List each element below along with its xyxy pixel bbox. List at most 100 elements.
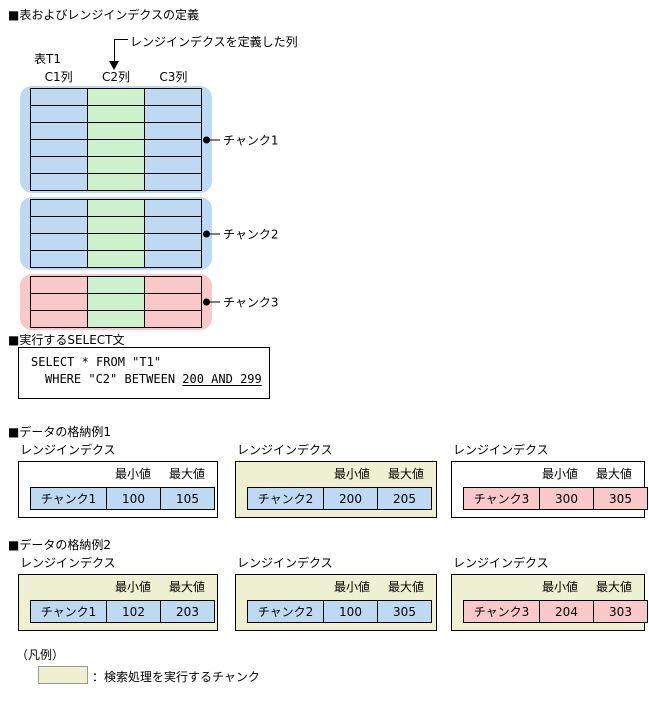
range-index-column-cell <box>88 234 145 251</box>
table-cell <box>31 251 88 268</box>
max-value-cell: 105 <box>161 487 215 510</box>
chunk-3-row-grid <box>30 276 202 328</box>
table-cell <box>145 89 202 106</box>
table-cell <box>31 311 88 328</box>
annotation-elbow-horizontal-line <box>114 39 128 40</box>
min-value-cell: 300 <box>540 487 594 510</box>
callout-line <box>210 233 220 234</box>
max-header: 最大値 <box>168 467 205 481</box>
range-index-label: レンジインデクス <box>20 443 116 457</box>
range-index-label: レンジインデクス <box>20 556 116 570</box>
table-cell <box>31 234 88 251</box>
table-cell <box>31 157 88 174</box>
table-cell <box>145 311 202 328</box>
min-value-cell: 100 <box>324 600 378 623</box>
legend-title: （凡例） <box>16 648 65 662</box>
table-name-label: 表T1 <box>34 52 61 66</box>
sql-line-1: SELECT * FROM "T1" <box>31 355 162 369</box>
range-index-column-cell <box>88 311 145 328</box>
minmax-headers: 最小値 最大値 <box>533 465 641 482</box>
table-cell <box>145 106 202 123</box>
column-header-c1: C1列 <box>44 70 73 84</box>
max-value-cell: 203 <box>161 600 215 623</box>
column-headers: C1列 C2列 C3列 <box>30 68 202 85</box>
range-index-column-cell <box>88 294 145 311</box>
bullet-dot-icon <box>203 230 210 237</box>
minmax-headers: 最小値最大値 <box>533 578 641 595</box>
table-chunk-diagram: チャンク1 チャンク2 チャンク3 <box>20 86 279 330</box>
min-value-cell: 102 <box>107 600 161 623</box>
max-value-cell: 303 <box>594 600 648 623</box>
minmax-headers: 最小値最大値 <box>325 465 433 482</box>
min-header: 最小値 <box>114 580 151 594</box>
chunk-name-cell: チャンク1 <box>30 600 107 623</box>
range-index-column-cell <box>88 174 145 191</box>
table-cell <box>31 217 88 234</box>
range-index-label: レンジインデクス <box>237 556 333 570</box>
callout-line <box>210 301 220 303</box>
range-index-annotation-text: レンジインデクスを定義した列 <box>130 35 298 49</box>
min-value-cell: 204 <box>540 600 594 623</box>
minmax-headers: 最小値最大値 <box>106 578 214 595</box>
annotation-elbow-vertical-line <box>114 39 115 62</box>
table-cell <box>145 123 202 140</box>
max-header: 最大値 <box>595 467 632 481</box>
chunk-name-cell: チャンク3 <box>463 600 540 623</box>
section-title-definition: ■表およびレンジインデクスの定義 <box>8 8 199 22</box>
table-cell <box>145 200 202 217</box>
table-cell <box>145 234 202 251</box>
table-cell <box>145 294 202 311</box>
range-index-column-cell <box>88 277 145 294</box>
range-index-label: レンジインデクス <box>237 443 333 457</box>
bullet-dot-icon <box>203 298 210 306</box>
min-header: 最小値 <box>114 467 151 481</box>
max-value-cell: 205 <box>378 487 432 510</box>
select-statement-box: SELECT * FROM "T1" WHERE "C2" BETWEEN 20… <box>18 347 270 399</box>
min-value-cell: 200 <box>324 487 378 510</box>
column-header-c3: C3列 <box>159 70 188 84</box>
table-cell <box>31 277 88 294</box>
table-cell <box>31 294 88 311</box>
minmax-headers: 最小値 最大値 <box>106 465 214 482</box>
range-index-column-cell <box>88 251 145 268</box>
legend-description: ：検索処理を実行するチャンク <box>92 670 260 684</box>
min-header: 最小値 <box>541 467 578 481</box>
max-value-cell: 305 <box>594 487 648 510</box>
callout-line <box>210 139 220 140</box>
min-header: 最小値 <box>333 580 370 594</box>
chunk-1-row-grid <box>30 88 202 191</box>
table-cell <box>31 140 88 157</box>
range-index-column-cell <box>88 89 145 106</box>
chunk-label: チャンク2 <box>223 227 279 241</box>
table-cell <box>31 200 88 217</box>
minmax-headers: 最小値最大値 <box>325 578 433 595</box>
range-index-column-cell <box>88 217 145 234</box>
chunk-1-callout: チャンク1 <box>203 131 279 148</box>
min-header: 最小値 <box>333 467 370 481</box>
column-header-c2: C2列 <box>101 70 130 84</box>
min-header: 最小値 <box>541 580 578 594</box>
table-cell <box>31 89 88 106</box>
chunk-2-callout: チャンク2 <box>203 225 279 242</box>
table-cell <box>31 174 88 191</box>
table-cell <box>31 123 88 140</box>
sql-underlined-range: 200 AND 299 <box>182 372 262 386</box>
chunk-label: チャンク3 <box>223 295 279 310</box>
range-index-label: レンジインデクス <box>453 556 549 570</box>
table-cell <box>145 174 202 191</box>
section-title-example2: ■データの格納例2 <box>8 538 111 552</box>
table-cell <box>145 140 202 157</box>
section-title-example1: ■データの格納例1 <box>8 425 111 439</box>
